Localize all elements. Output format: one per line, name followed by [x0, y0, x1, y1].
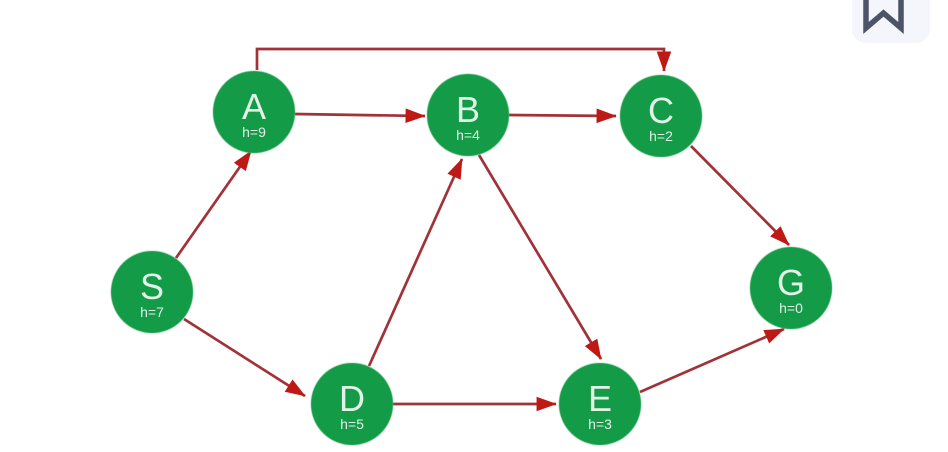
node-c: Ch=2 [619, 74, 703, 158]
node-a: Ah=9 [212, 70, 296, 154]
node-circle-s [110, 250, 194, 334]
node-heuristic-b: h=4 [456, 127, 480, 143]
edge-c-to-g [690, 145, 790, 246]
edge-e-to-g [639, 327, 785, 394]
bookmark-icon [863, 0, 904, 34]
node-circle-c [619, 74, 703, 158]
nodes-layer: Sh=7 Ah=9 Bh=4 Ch=2Dh=5 Eh=3 Gh=0 [110, 70, 833, 446]
node-circle-e [558, 362, 642, 446]
node-label-c: C [648, 90, 674, 131]
node-heuristic-d: h=5 [340, 416, 364, 432]
node-label-g: G [777, 262, 805, 303]
node-circle-g [749, 246, 833, 330]
node-b: Bh=4 [426, 73, 510, 157]
edge-b-to-c [508, 108, 617, 124]
bookmark-button[interactable] [852, 0, 930, 43]
node-heuristic-e: h=3 [588, 416, 612, 432]
edge-b-to-e [477, 154, 603, 360]
edges-layer [174, 47, 790, 412]
edge-a-to-b [294, 108, 426, 123]
node-heuristic-s: h=7 [140, 304, 164, 320]
bookmark-icon-path [863, 0, 904, 34]
node-g: Gh=0 [749, 246, 833, 330]
node-s: Sh=7 [110, 250, 194, 334]
node-heuristic-g: h=0 [779, 300, 803, 316]
node-label-s: S [140, 266, 164, 307]
node-heuristic-c: h=2 [649, 128, 673, 144]
node-e: Eh=3 [558, 362, 642, 446]
node-label-d: D [339, 378, 365, 419]
edge-d-to-b [367, 158, 464, 367]
edge-s-to-a [174, 150, 253, 259]
edge-s-to-d [183, 317, 306, 398]
node-circle-a [212, 70, 296, 154]
node-heuristic-a: h=9 [242, 124, 266, 140]
node-circle-d [310, 362, 394, 446]
node-d: Dh=5 [310, 362, 394, 446]
node-circle-b [426, 73, 510, 157]
node-label-e: E [588, 378, 612, 419]
node-label-a: A [242, 86, 266, 127]
edge-a-to-c [255, 47, 672, 72]
node-label-b: B [456, 89, 480, 130]
